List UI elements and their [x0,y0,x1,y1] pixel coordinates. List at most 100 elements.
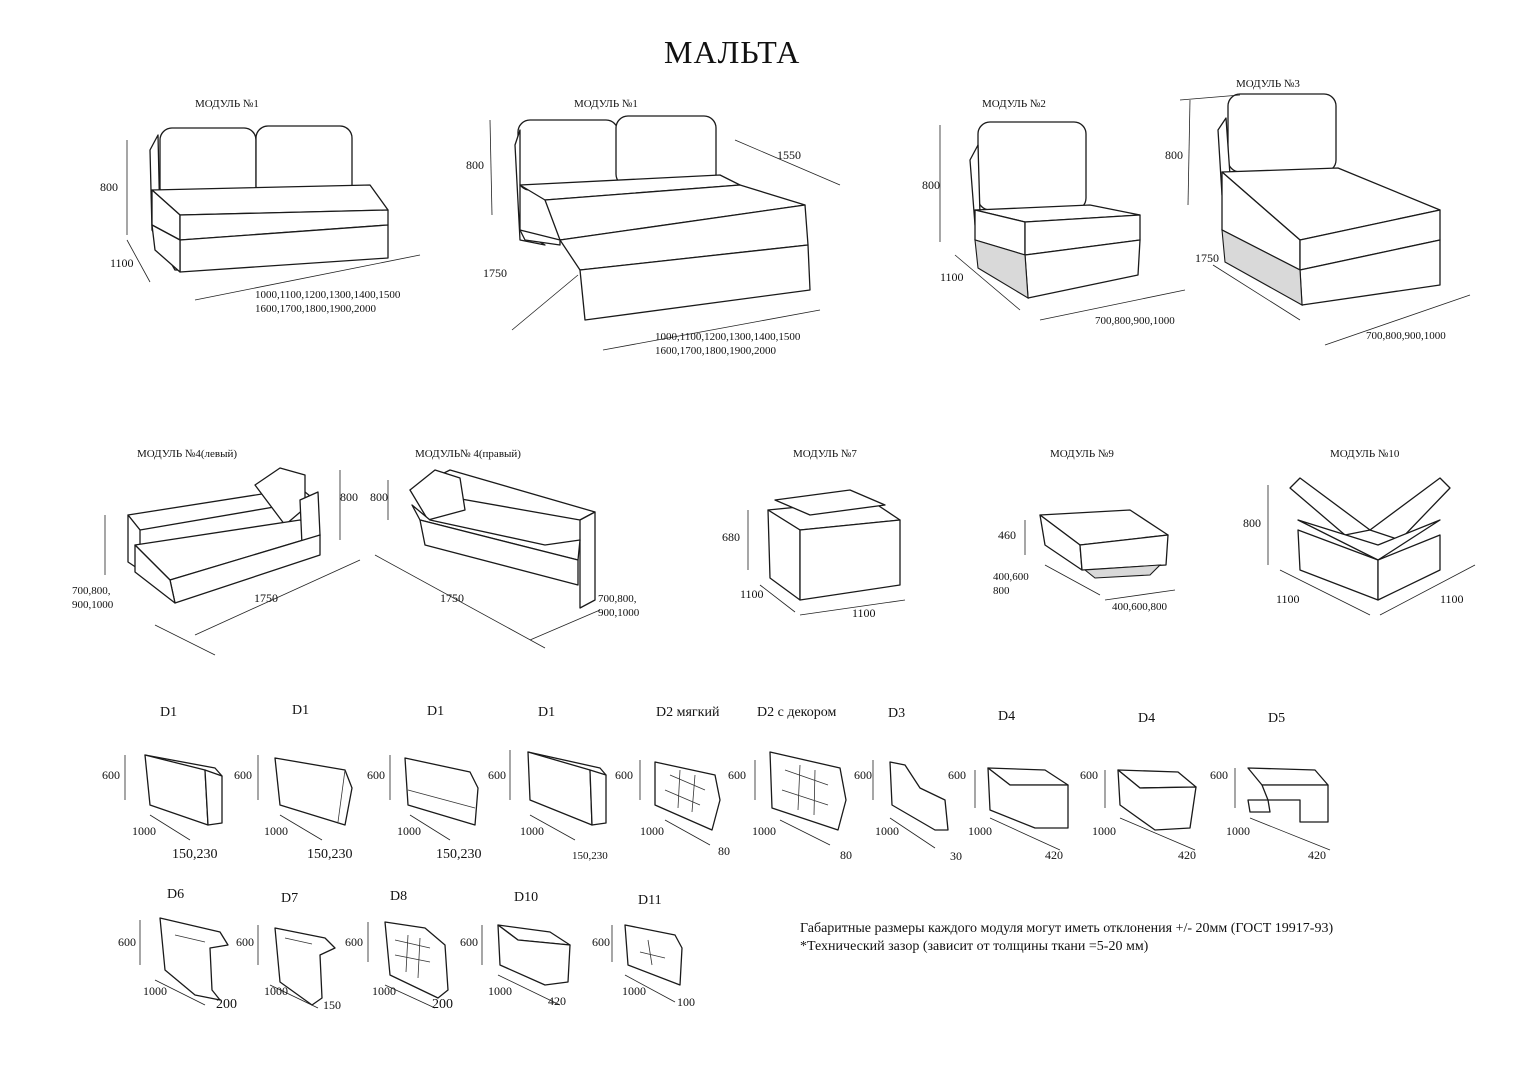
module-2-height: 800 [922,178,940,192]
module-4-right-height: 800 [370,490,388,504]
armrest-d2-decor-drawing [754,751,847,846]
armrest-width: 150,230 [436,847,482,862]
armrest-d5-drawing [1234,767,1331,851]
module-4-right-depth-line2: 900,1000 [598,607,640,619]
armrest-label: D1 [292,703,310,718]
module-1b-width-line2: 1600,1700,1800,1900,2000 [655,345,776,357]
module-9-depth-line1: 400,600 [993,571,1029,583]
module-7-drawing [747,489,906,616]
armrest-length: 1000 [875,824,899,838]
module-1b-label: МОДУЛЬ №1 [574,98,638,110]
armrest-height: 600 [592,935,610,949]
module-2-width: 700,800,900,1000 [1095,315,1175,327]
armrest-width: 200 [216,997,237,1012]
armrest-d4-b-drawing [1104,769,1197,851]
module-1b-depth: 1750 [483,266,507,280]
module-4-left-height: 800 [340,490,358,504]
armrest-label: D6 [167,887,185,902]
armrest-width: 30 [950,849,962,863]
armrest-length: 1000 [640,824,664,838]
armrest-label: D7 [281,891,299,906]
armrest-height: 600 [234,768,252,782]
armrest-length: 1000 [264,824,288,838]
armrest-height: 600 [460,935,478,949]
armrest-label: D11 [638,893,662,908]
module-1-sofabed-drawing [489,115,841,351]
module-1-depth: 1100 [110,256,134,270]
armrest-length: 1000 [264,984,288,998]
armrest-width: 420 [548,994,566,1008]
armrest-height: 600 [345,935,363,949]
module-3-width: 700,800,900,1000 [1366,330,1446,342]
armrest-label: D2 с декором [757,705,837,720]
module-9-width: 400,600,800 [1112,601,1167,613]
module-1-width-line1: 1000,1100,1200,1300,1400,1500 [255,289,401,301]
armrest-length: 1000 [1226,824,1250,838]
module-10-label: МОДУЛЬ №10 [1330,448,1400,460]
module-4-right-label: МОДУЛЬ№ 4(правый) [415,448,521,460]
armrest-width: 150,230 [307,847,353,862]
armrest-length: 1000 [1092,824,1116,838]
armrest-height: 600 [948,768,966,782]
module-3-drawing [1179,93,1471,346]
armrest-d1-a-drawing [124,754,223,841]
armrest-d2-soft-drawing [639,760,721,846]
armrest-d6-drawing [139,917,229,1006]
module-7-depth: 1100 [740,587,764,601]
module-1b-width-line1: 1000,1100,1200,1300,1400,1500 [655,331,801,343]
module-9-label: МОДУЛЬ №9 [1050,448,1114,460]
module-1-label: МОДУЛЬ №1 [195,98,259,110]
armrest-d11-drawing [611,924,683,1003]
notes-block: Габаритные размеры каждого модуля могут … [800,920,1333,956]
armrest-height: 600 [488,768,506,782]
module-4-left-depth-line2: 900,1000 [72,599,114,611]
module-3-depth: 1750 [1195,251,1219,265]
module-4-right-depth-line1: 700,800, [598,593,637,605]
note-technical-gap: *Технический зазор (зависит от толщины т… [800,939,1149,954]
armrest-d1-c-drawing [389,755,479,841]
armrest-height: 600 [236,935,254,949]
armrest-d10-drawing [481,924,571,1006]
module-3-label: МОДУЛЬ №3 [1236,78,1300,90]
armrest-label: D2 мягкий [656,705,720,720]
module-1-sofa-drawing [126,125,421,301]
module-4-left-depth-line1: 700,800, [72,585,111,597]
armrest-label: D1 [160,705,178,720]
armrest-height: 600 [367,768,385,782]
module-2-drawing [939,121,1186,321]
module-9-drawing [1024,509,1176,601]
armrest-height: 600 [118,935,136,949]
module-7-label: МОДУЛЬ №7 [793,448,857,460]
module-2-label: МОДУЛЬ №2 [982,98,1046,110]
armrest-length: 1000 [520,824,544,838]
note-tolerance: Габаритные размеры каждого модуля могут … [800,921,1334,936]
armrest-length: 1000 [622,984,646,998]
armrest-height: 600 [615,768,633,782]
armrest-height: 600 [728,768,746,782]
armrest-label: D1 [538,705,556,720]
armrest-length: 1000 [968,824,992,838]
armrest-height: 600 [102,768,120,782]
armrest-d4-a-drawing [974,767,1069,851]
armrest-width: 200 [432,997,453,1012]
armrest-d8-drawing [367,921,449,1009]
armrest-width: 420 [1178,848,1196,862]
armrest-width: 150,230 [572,850,608,862]
armrest-length: 1000 [752,824,776,838]
module-3-height: 800 [1165,148,1183,162]
module-1b-height: 800 [466,158,484,172]
module-1-width-line2: 1600,1700,1800,1900,2000 [255,303,376,315]
armrest-width: 80 [840,848,852,862]
armrest-label: D1 [427,704,445,719]
armrest-label: D5 [1268,711,1286,726]
module-7-height: 680 [722,530,740,544]
armrest-length: 1000 [143,984,167,998]
armrest-length: 1000 [132,824,156,838]
module-10-depth: 1100 [1276,592,1300,606]
module-4-right-width: 1750 [440,591,464,605]
module-4-left-width: 1750 [254,591,278,605]
armrest-width: 100 [677,995,695,1009]
armrest-length: 1000 [488,984,512,998]
module-1b-extra: 1550 [777,148,801,162]
armrest-height: 600 [1210,768,1228,782]
